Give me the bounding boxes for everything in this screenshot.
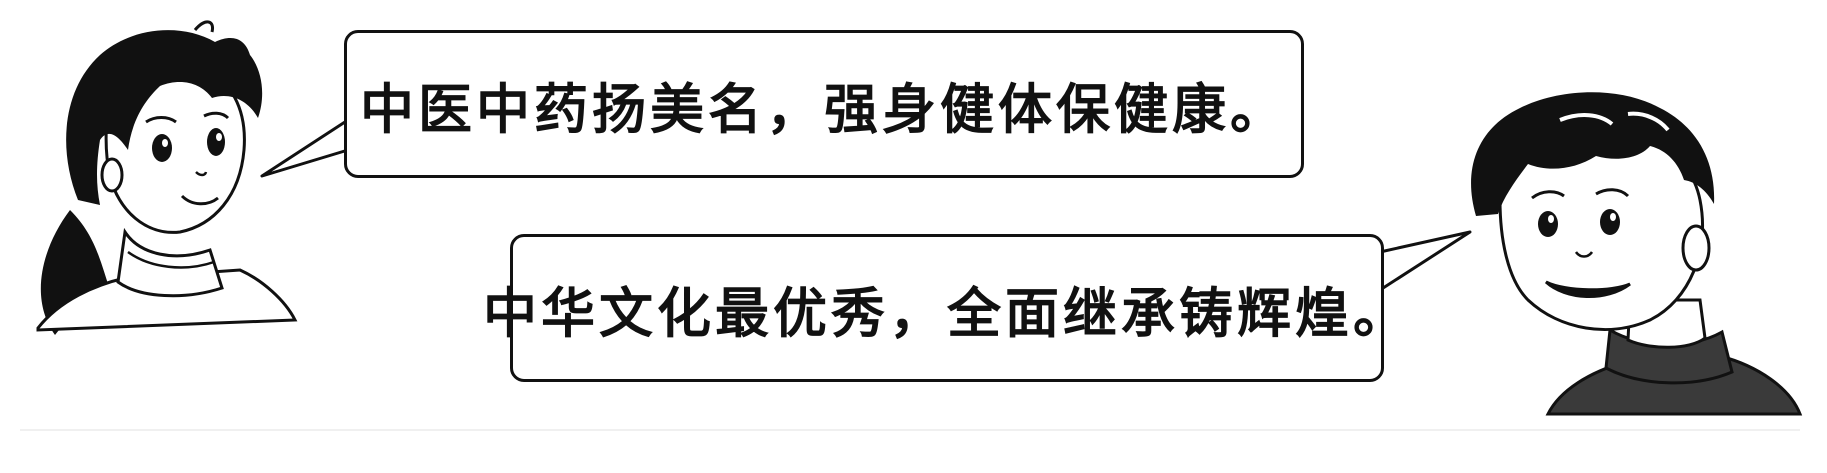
girl-ear (100, 157, 124, 193)
girl-left-eye (152, 134, 172, 162)
girl-shoulders (36, 268, 298, 332)
boy-sweater (1545, 354, 1803, 416)
boy-speech-text: 中华文化最优秀，全面继承铸辉煌。 (483, 281, 1411, 345)
boy-left-eye (1538, 211, 1558, 237)
girl-speech-bubble: 中医中药扬美名，强身健体保健康。 (344, 30, 1304, 178)
girl-mouth (180, 194, 219, 206)
boy-mouth (1544, 280, 1631, 298)
boy-hair (1471, 92, 1715, 216)
boy-speech-bubble: 中华文化最优秀，全面继承铸辉煌。 (483, 234, 1407, 382)
boy-right-eye (1600, 209, 1620, 235)
girl-pigtail (40, 210, 111, 335)
boy-face (1498, 122, 1705, 331)
boy-sweater-neck (1604, 327, 1734, 385)
girl-face (104, 57, 246, 234)
girl-collar (116, 227, 224, 298)
girl-character (36, 20, 298, 335)
girl-right-eye (207, 128, 225, 156)
girl-hair (66, 30, 263, 205)
girl-speech-text: 中医中药扬美名，强身健体保健康。 (360, 77, 1288, 141)
girl-bubble-tail (260, 118, 350, 178)
boy-character (1471, 92, 1803, 416)
boy-ear (1681, 224, 1711, 272)
